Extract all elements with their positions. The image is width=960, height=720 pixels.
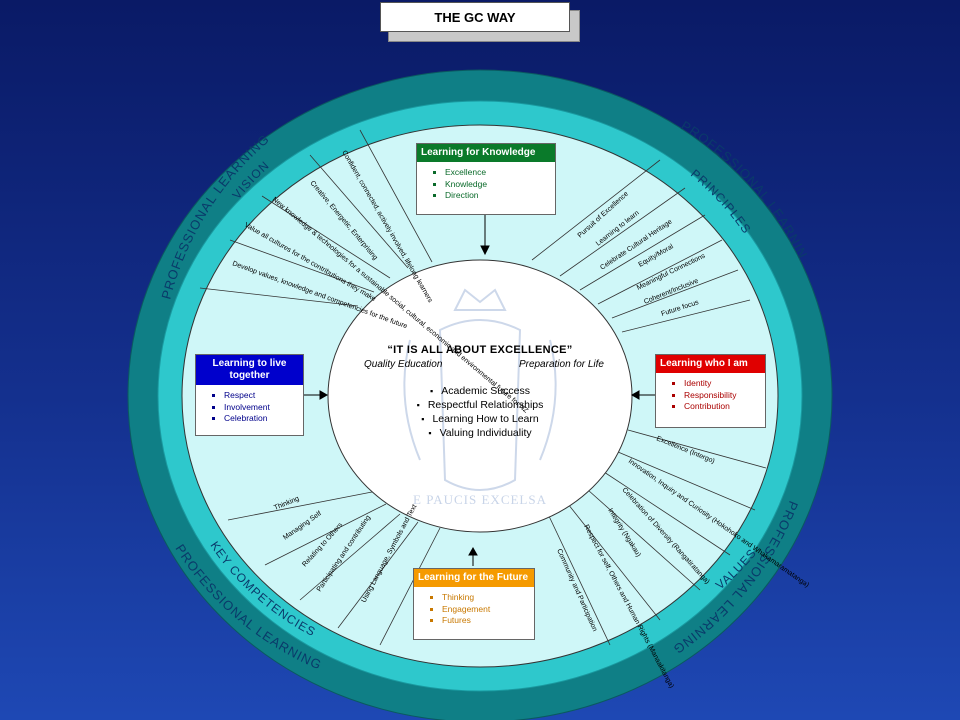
box-title: Learning for Knowledge bbox=[417, 144, 555, 162]
box-items: Thinking Engagement Futures bbox=[414, 587, 534, 631]
box-item: Futures bbox=[442, 615, 530, 627]
center-items: Academic Success Respectful Relationship… bbox=[390, 384, 570, 440]
box-title: Learning to live together bbox=[196, 355, 303, 385]
box-item: Direction bbox=[445, 190, 551, 202]
center-item: Respectful Relationships bbox=[390, 398, 570, 412]
subtitle-quality-education: Quality Education bbox=[364, 359, 443, 370]
center-item: Academic Success bbox=[390, 384, 570, 398]
box-items: Excellence Knowledge Direction bbox=[417, 162, 555, 206]
box-items: Respect Involvement Celebration bbox=[196, 385, 303, 429]
page-title: THE GC WAY bbox=[380, 2, 570, 32]
center-title: “IT IS ALL ABOUT EXCELLENCE” bbox=[387, 344, 573, 356]
box-learning-who-i-am: Learning who I am Identity Responsibilit… bbox=[655, 354, 766, 428]
box-item: Excellence bbox=[445, 167, 551, 179]
box-item: Responsibility bbox=[684, 390, 761, 402]
center-item: Valuing Individuality bbox=[390, 426, 570, 440]
subtitle-preparation-for-life: Preparation for Life bbox=[518, 359, 604, 370]
box-items: Identity Responsibility Contribution bbox=[656, 373, 765, 417]
box-learning-to-live-together: Learning to live together Respect Involv… bbox=[195, 354, 304, 436]
title-panel: THE GC WAY bbox=[380, 2, 580, 42]
box-learning-for-the-future: Learning for the Future Thinking Engagem… bbox=[413, 568, 535, 640]
box-item: Contribution bbox=[684, 401, 761, 413]
box-item: Engagement bbox=[442, 604, 530, 616]
box-item: Thinking bbox=[442, 592, 530, 604]
box-item: Celebration bbox=[224, 413, 299, 425]
crest-motto: E PAUCIS EXCELSA bbox=[413, 492, 547, 507]
center-item: Learning How to Learn bbox=[390, 412, 570, 426]
divider-lines bbox=[199, 129, 767, 646]
box-title: Learning for the Future bbox=[414, 569, 534, 587]
box-item: Identity bbox=[684, 378, 761, 390]
connector-arrows bbox=[304, 215, 655, 566]
box-learning-for-knowledge: Learning for Knowledge Excellence Knowle… bbox=[416, 143, 556, 215]
box-item: Involvement bbox=[224, 402, 299, 414]
center-subtitle: Quality Education Preparation for Life bbox=[364, 359, 604, 370]
box-title: Learning who I am bbox=[656, 355, 765, 373]
box-item: Knowledge bbox=[445, 179, 551, 191]
box-item: Respect bbox=[224, 390, 299, 402]
